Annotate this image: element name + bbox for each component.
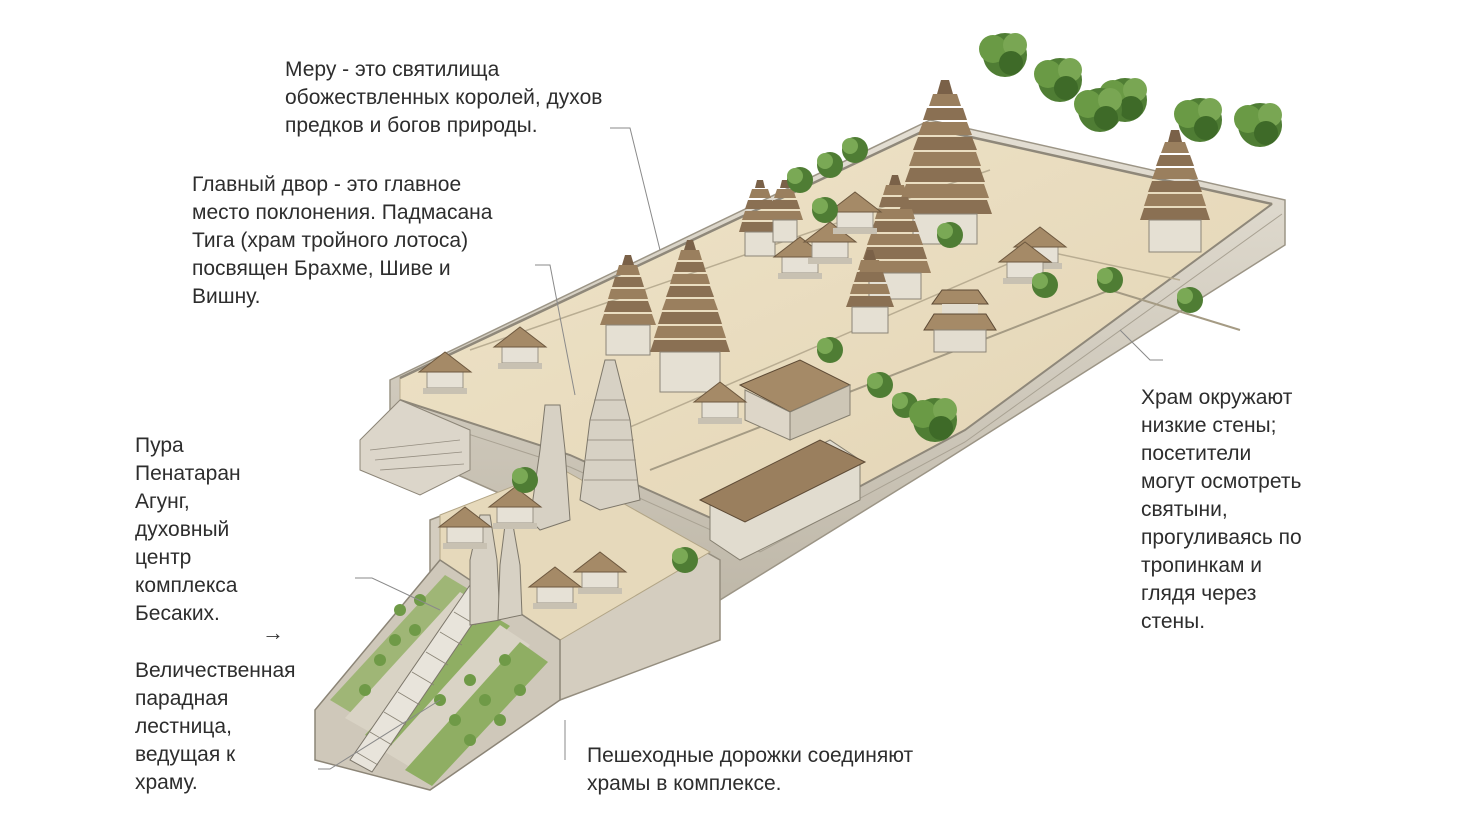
main-courtyard-label-line: Главный двор - это главное [192,173,462,196]
split-gate [469,359,641,626]
meru-tower [767,180,803,243]
walls-label-line: святыни, [1141,498,1228,521]
meru-tower [846,250,894,334]
paths-label-line: Пешеходные дорожки соединяют [587,744,914,767]
walls-label-line: глядя через [1141,582,1257,605]
main-courtyard-label-line: Тига (храм тройного лотоса) [192,229,469,252]
main-courtyard-label: Главный двор - это главное место поклоне… [192,171,492,311]
leader-lines [318,127,1163,770]
walls-label-line: могут осмотреть [1141,470,1302,493]
stairs-label-line: храму. [135,771,198,794]
paths-label: Пешеходные дорожки соединяют храмы в ком… [587,742,913,798]
stairs-label-line: лестница, [135,715,232,738]
stairs-label: Величественная парадная лестница, ведуща… [135,657,296,797]
meru-tower [600,255,656,356]
main-courtyard-label-line: посвящен Брахме, Шиве и [192,257,451,280]
walls-label-line: низкие стены; [1141,414,1277,437]
main-courtyard-label-line: Вишну. [192,285,261,308]
walls-label-line: тропинкам и [1141,554,1263,577]
meru-label-line: обожествленных королей, духов [285,86,603,109]
paths-label-line: храмы в комплексе. [587,772,782,795]
pura-label-line: Пура [135,434,184,457]
walls-label-line: посетители [1141,442,1252,465]
long-hall [698,359,867,561]
stairs-label-line: парадная [135,687,229,710]
stairs-label-line: Величественная [135,659,296,682]
meru-label: Меру - это святилища обожествленных коро… [285,56,602,140]
meru-label-line: предков и богов природы. [285,114,538,137]
meru-label-line: Меру - это святилища [285,58,500,81]
meru-tower [1140,130,1210,253]
meru-tower [739,180,781,257]
stairs-label-line: ведущая к [135,743,236,766]
pura-label-line: духовный [135,518,230,541]
pura-label-line: Пенатаран [135,462,241,485]
stair-terraces [314,559,561,791]
arrow-right-icon: → [262,620,284,645]
pura-label-line: Агунг, [135,490,190,513]
walls-label-line: Храм окружают [1141,386,1293,409]
pura-label-line: центр [135,546,192,569]
main-courtyard-label-line: место поклонения. Падмасана [192,201,493,224]
meru-tower [650,240,730,393]
pura-label: Пура Пенатаран Агунг, духовный центр ком… [135,432,241,628]
left-stairs [359,399,471,496]
pura-label-line: Бесаких. [135,602,220,625]
walls-label: Храм окружают низкие стены; посетители м… [1141,384,1302,636]
pura-label-line: комплекса [135,574,238,597]
meru-towers [600,80,1210,393]
pavilion-two-tier [923,289,997,353]
walls-label-line: стены. [1141,610,1206,633]
walls-label-line: прогуливаясь по [1141,526,1302,549]
